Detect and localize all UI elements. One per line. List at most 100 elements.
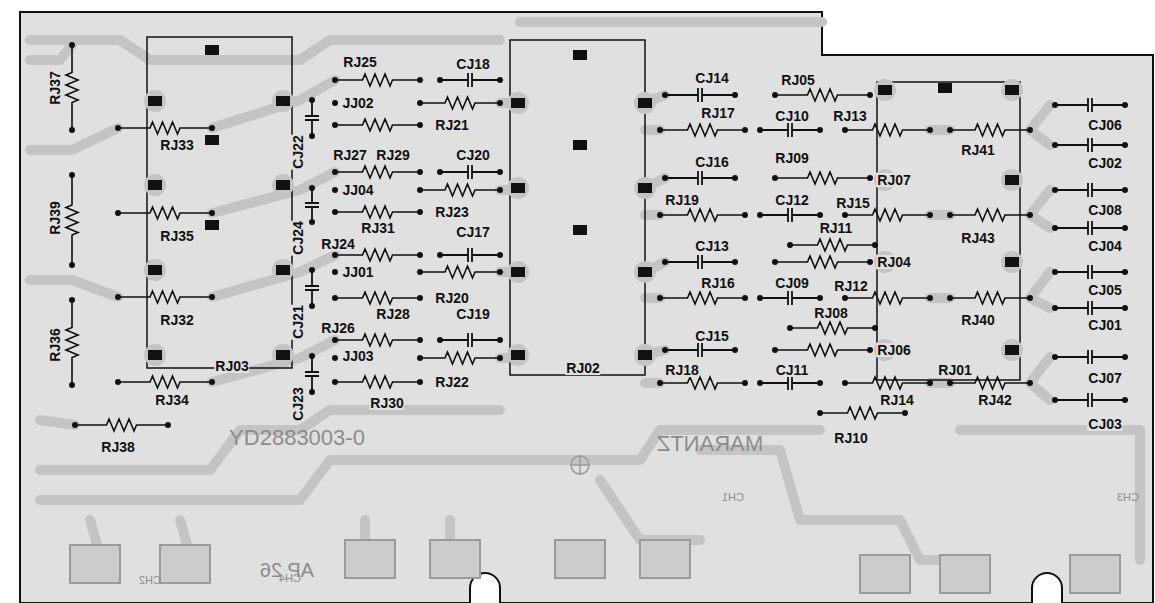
solder-point — [757, 212, 763, 218]
solder-point — [209, 210, 215, 216]
solder-point — [332, 209, 338, 215]
ic-pad — [276, 350, 290, 360]
resistor-symbol — [845, 377, 930, 389]
edge-connector-pad — [345, 540, 395, 578]
solder-point — [662, 259, 668, 265]
copper-trace — [1030, 215, 1050, 228]
solder-point — [497, 77, 503, 83]
solder-point — [927, 295, 933, 301]
solder-point — [817, 380, 823, 386]
solder-point — [657, 295, 663, 301]
pad-ring — [874, 79, 896, 101]
ic-outline — [510, 40, 645, 375]
resistor-symbol — [845, 292, 930, 304]
resistor-symbol — [118, 207, 212, 219]
solder-point — [332, 169, 338, 175]
solder-point — [497, 252, 503, 258]
resistor-symbol — [775, 89, 870, 101]
solder-point — [1052, 142, 1058, 148]
ic-pad — [511, 267, 525, 277]
component-label: RJ09 — [774, 151, 809, 165]
solder-point — [742, 212, 748, 218]
solder-point — [69, 172, 75, 178]
solder-point — [309, 185, 315, 191]
capacitor-symbol — [305, 100, 319, 136]
component-label: RJ21 — [434, 118, 469, 132]
pad-ring — [634, 261, 656, 283]
solder-point — [332, 122, 338, 128]
pad-ring — [634, 344, 656, 366]
solder-point — [1122, 187, 1128, 193]
solder-point — [115, 294, 121, 300]
solder-point — [757, 295, 763, 301]
ic-pad — [1005, 175, 1019, 185]
ic-pad — [148, 96, 162, 106]
pad-ring — [507, 261, 529, 283]
component-label: RJ23 — [434, 205, 469, 219]
solder-point — [309, 353, 315, 359]
copper-trace — [520, 17, 822, 27]
component-label: RJ25 — [342, 55, 377, 69]
component-label: RJ01 — [937, 363, 972, 377]
solder-point — [1122, 397, 1128, 403]
capacitor-symbol — [440, 333, 500, 347]
solder-point — [417, 209, 423, 215]
copper-trace — [600, 480, 700, 540]
copper-trace — [960, 430, 1140, 560]
solder-point — [867, 259, 873, 265]
component-label: JJ02 — [341, 96, 374, 110]
solder-point — [757, 380, 763, 386]
component-label: RJ43 — [960, 231, 995, 245]
solder-point — [732, 175, 738, 181]
resistor-symbol — [820, 407, 905, 419]
solder-point — [332, 252, 338, 258]
solder-point — [309, 133, 315, 139]
ic-pad — [1005, 85, 1019, 95]
ic-pad — [638, 183, 652, 193]
pad-ring — [272, 90, 294, 112]
solder-point — [1052, 269, 1058, 275]
solder-point — [165, 422, 171, 428]
component-label: CJ18 — [455, 57, 490, 71]
ic-pad — [1005, 257, 1019, 267]
pad-ring — [272, 174, 294, 196]
board-marking: YD2883003-0 — [228, 427, 366, 449]
solder-point — [1122, 354, 1128, 360]
solder-point — [927, 127, 933, 133]
solder-point — [417, 337, 423, 343]
capacitor-symbol — [665, 88, 735, 102]
capacitor-symbol — [665, 343, 735, 357]
component-label: RJ27 — [332, 148, 367, 162]
solder-point — [417, 379, 423, 385]
copper-trace — [30, 45, 72, 60]
ic-pad — [511, 98, 525, 108]
resistor-symbol — [845, 209, 930, 221]
solder-point — [1122, 305, 1128, 311]
pad-ring — [272, 344, 294, 366]
component-label: RJ12 — [833, 279, 868, 293]
solder-point — [662, 347, 668, 353]
solder-point — [947, 295, 953, 301]
component-label: CJ21 — [291, 304, 305, 339]
component-label: CJ14 — [694, 71, 729, 85]
pad-ring — [1001, 339, 1023, 361]
solder-point — [927, 380, 933, 386]
edge-connector-pad — [1070, 555, 1120, 593]
solder-point — [497, 187, 503, 193]
edge-connector-pad — [860, 555, 910, 593]
component-label: RJ08 — [813, 306, 848, 320]
solder-point — [309, 303, 315, 309]
copper-trace — [1030, 298, 1050, 308]
ic-pad — [638, 350, 652, 360]
ic-pad — [205, 220, 219, 230]
component-label: CJ03 — [1087, 417, 1122, 431]
ic-pad — [148, 350, 162, 360]
capacitor-symbol — [665, 171, 735, 185]
solder-point — [927, 212, 933, 218]
solder-point — [309, 389, 315, 395]
pad-ring — [144, 344, 166, 366]
component-label: CJ22 — [291, 134, 305, 169]
capacitor-symbol — [1055, 393, 1125, 407]
solder-point — [332, 269, 338, 275]
